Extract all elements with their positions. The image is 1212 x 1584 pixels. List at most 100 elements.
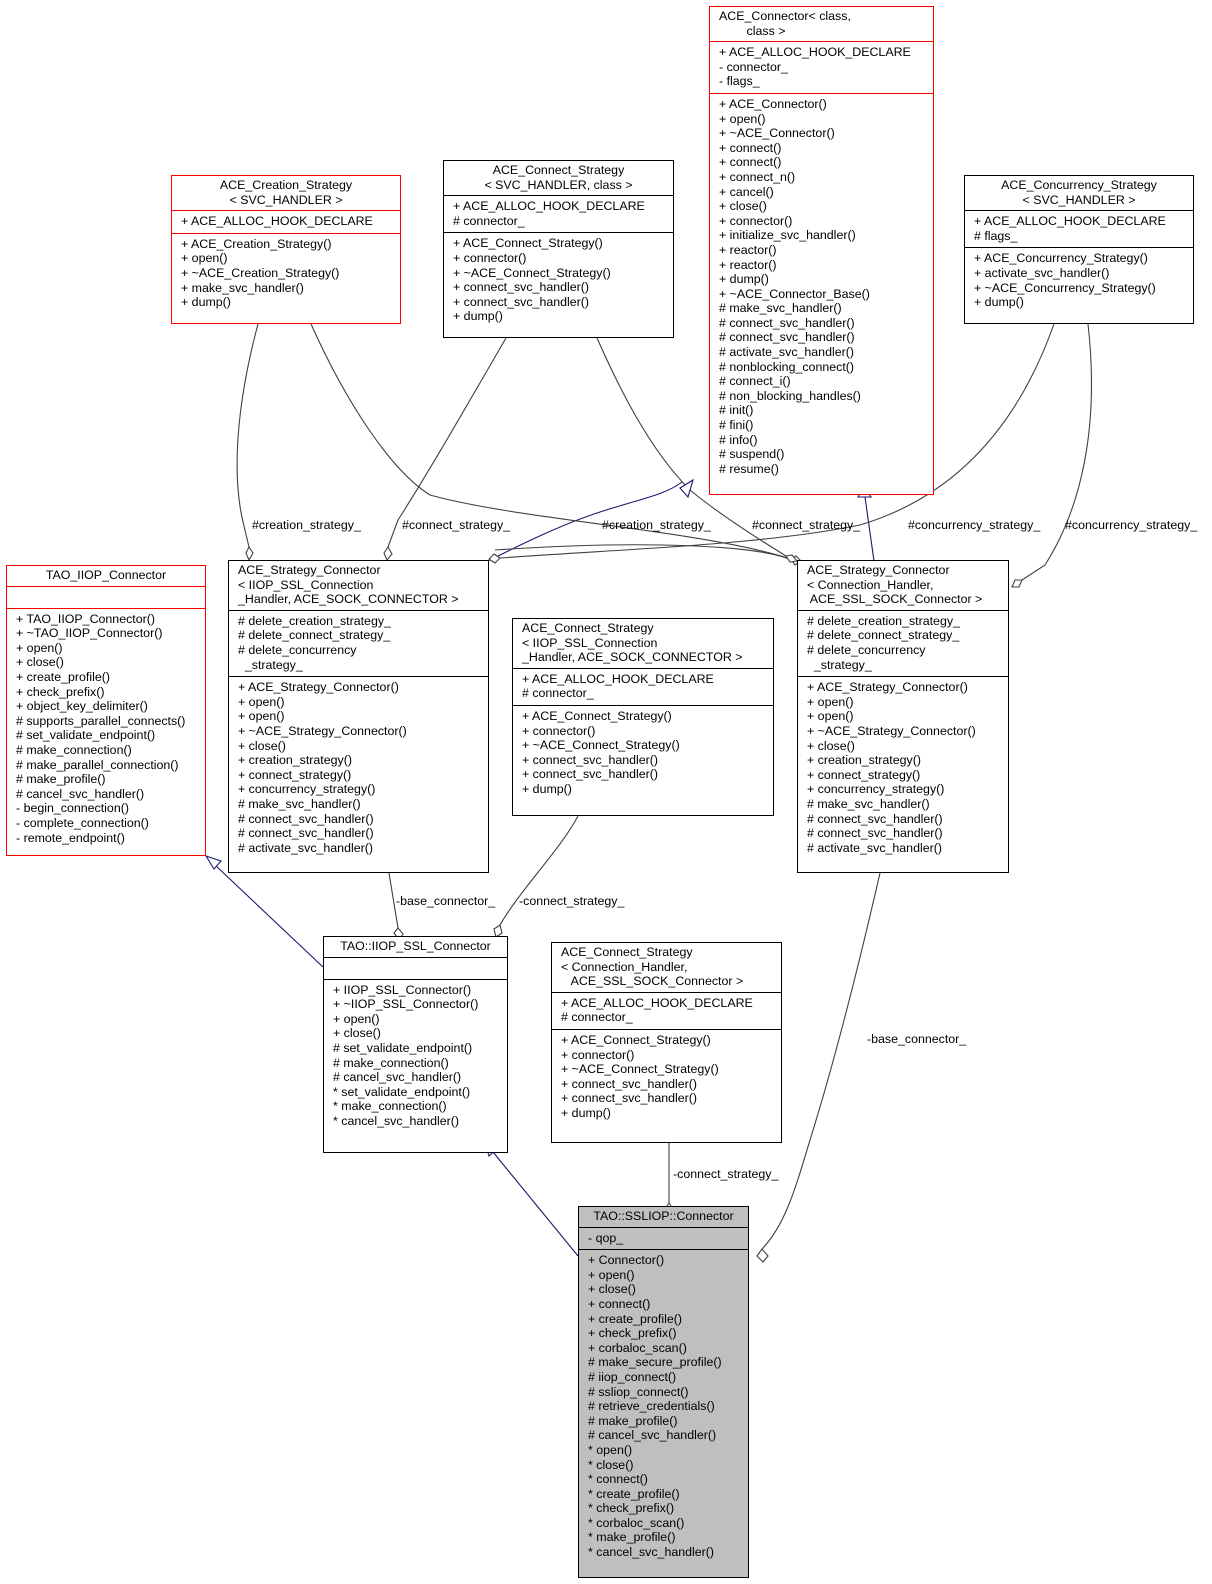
operation-row: + ACE_Connect_Strategy() [561,1032,711,1047]
operation-row: + ACE_Creation_Strategy() [181,236,332,251]
class-ace-strategy-connector-iiop[interactable]: ACE_Strategy_Connector < IIOP_SSL_Connec… [228,560,489,873]
operation-row: + connect_svc_handler() [453,280,590,295]
operation-row: + connector() [522,723,596,738]
operation-row: # activate_svc_handler() [807,840,942,855]
attribute-list [7,585,205,608]
class-tao-ssliop-connector[interactable]: TAO::SSLIOP::Connector - qop_ + Connecto… [578,1206,749,1578]
operation-row: # non_blocking_handles() [719,388,861,403]
aggregation-diamond [245,545,254,562]
attribute-row: # connector_ [561,1010,633,1025]
aggregation-diamond [1011,579,1023,588]
attribute-row: + ACE_ALLOC_HOOK_DECLARE [719,45,911,60]
attribute-row: + ACE_ALLOC_HOOK_DECLARE [522,671,714,686]
operation-row: + ACE_Concurrency_Strategy() [974,251,1148,266]
inheritance-edge-iiop-ssl-to-tao-iiop [214,864,324,968]
operation-row: + connect() [588,1296,651,1311]
operation-row: + ~ACE_Concurrency_Strategy() [974,280,1156,295]
operation-row: - begin_connection() [16,801,129,816]
class-title: ACE_Strategy_Connector < Connection_Hand… [807,563,983,607]
operation-row: + make_svc_handler() [181,280,304,295]
class-title: TAO::SSLIOP::Connector [593,1209,734,1223]
class-tao-iiop-ssl-connector[interactable]: TAO::IIOP_SSL_Connector + IIOP_SSL_Conne… [323,936,508,1153]
operation-row: + create_profile() [588,1311,683,1326]
inheritance-edge-ssliop-to-iiop-ssl [492,1151,579,1257]
operation-row: + create_profile() [16,669,111,684]
assoc-edge-concurrency-to-strategy-iiop [499,323,1055,559]
operation-row: + close() [719,199,767,214]
attribute-list: # delete_creation_strategy_ # delete_con… [798,609,1008,676]
class-ace-creation-strategy[interactable]: ACE_Creation_Strategy < SVC_HANDLER > + … [171,175,401,324]
class-title: ACE_Connect_Strategy < IIOP_SSL_Connecti… [522,621,743,665]
assoc-edge-connect-iiop-to-iiop-ssl [499,815,579,926]
class-tao-iiop-connector[interactable]: TAO_IIOP_Connector + TAO_IIOP_Connector(… [6,565,206,856]
attribute-row: # delete_connect_strategy_ [238,628,391,643]
operation-row: + concurrency_strategy() [807,782,945,797]
operation-row: + connect() [719,155,782,170]
operation-row: + ~ACE_Strategy_Connector() [238,723,407,738]
assoc-edge-creation-to-strategy-ssl [310,323,792,560]
class-ace-connect-strategy-iiop[interactable]: ACE_Connect_Strategy < IIOP_SSL_Connecti… [512,618,774,816]
attribute-row: - connector_ [719,59,788,74]
assoc-edge-creation-to-strategy-ssl-extra [494,544,792,561]
operation-row: + connect_strategy() [807,767,921,782]
operation-row: * set_validate_endpoint() [333,1084,471,1099]
operation-list: + ACE_Connect_Strategy() + connector() +… [552,1028,781,1125]
edge-label-connect-strategy: -connect_strategy_ [519,894,625,908]
operation-row: + creation_strategy() [807,753,921,768]
class-title: ACE_Connect_Strategy < SVC_HANDLER, clas… [484,163,633,192]
class-title: ACE_Strategy_Connector < IIOP_SSL_Connec… [238,563,459,607]
operation-row: + connect() [719,140,782,155]
operation-row: # cancel_svc_handler() [333,1070,462,1085]
class-ace-connect-strategy-ssl[interactable]: ACE_Connect_Strategy < Connection_Handle… [551,942,782,1143]
attribute-list: + ACE_ALLOC_HOOK_DECLARE # connector_ [444,195,673,232]
operation-row: + ~ACE_Connect_Strategy() [453,265,611,280]
operation-list: + ACE_Connect_Strategy() + connector() +… [513,704,773,801]
attribute-list: + ACE_ALLOC_HOOK_DECLARE # connector_ [513,667,773,705]
operation-row: # set_validate_endpoint() [333,1040,473,1055]
operation-row: + connector() [561,1047,635,1062]
inheritance-arrowhead [204,854,222,870]
operation-row: + dump() [719,272,769,287]
operation-row: + initialize_svc_handler() [719,228,856,243]
operation-row: + ACE_Strategy_Connector() [807,680,968,695]
class-title: TAO::IIOP_SSL_Connector [340,939,491,953]
operation-row: # info() [719,432,758,447]
attribute-row: # delete_concurrency [238,642,357,657]
operation-list: + Connector() + open() + close() + conne… [579,1249,748,1563]
assoc-edge-strategy-ssl-to-ssliop [761,872,881,1250]
class-ace-strategy-connector-ssl[interactable]: ACE_Strategy_Connector < Connection_Hand… [797,560,1009,873]
operation-row: + open() [807,694,854,709]
edge-label-concurrency-strategy: #concurrency_strategy_ [1065,518,1198,532]
operation-row: + ~IIOP_SSL_Connector() [333,997,479,1012]
operation-row: # connect_i() [719,374,791,389]
operation-row: + close() [333,1026,381,1041]
operation-list: + IIOP_SSL_Connector() + ~IIOP_SSL_Conne… [324,978,507,1133]
operation-row: + object_key_delimiter() [16,699,148,714]
inheritance-edge-strategy-ssl-to-ace-connector [864,496,875,562]
class-title: ACE_Concurrency_Strategy < SVC_HANDLER > [1001,178,1157,207]
attribute-row: + ACE_ALLOC_HOOK_DECLARE [453,199,645,214]
operation-row: + open() [16,640,63,655]
operation-row: # make_parallel_connection() [16,757,179,772]
operation-row: * cancel_svc_handler() [333,1113,460,1128]
operation-row: * make_connection() [333,1099,447,1114]
edge-label-base-connector: -base_connector_ [867,1032,967,1046]
operation-row: + check_prefix() [16,684,105,699]
operation-row: # make_profile() [16,772,106,787]
operation-row: # connect_svc_handler() [807,826,943,841]
operation-row: + ACE_Strategy_Connector() [238,680,399,695]
operation-row: # ssliop_connect() [588,1384,689,1399]
class-ace-concurrency-strategy[interactable]: ACE_Concurrency_Strategy < SVC_HANDLER >… [964,175,1194,324]
operation-row: + open() [588,1267,635,1282]
attribute-list: + ACE_ALLOC_HOOK_DECLARE - connector_ - … [710,41,933,93]
class-title: ACE_Creation_Strategy < SVC_HANDLER > [219,178,353,207]
operation-row: + connect_svc_handler() [453,294,590,309]
class-ace-connector[interactable]: ACE_Connector< class, class > + ACE_ALLO… [709,6,934,495]
class-title: TAO_IIOP_Connector [45,568,167,582]
class-ace-connect-strategy-svc[interactable]: ACE_Connect_Strategy < SVC_HANDLER, clas… [443,160,674,338]
operation-row: # cancel_svc_handler() [16,786,145,801]
operation-row: + ~TAO_IIOP_Connector() [16,626,163,641]
operation-row: + ~ACE_Strategy_Connector() [807,723,976,738]
operation-row: + connector() [719,213,793,228]
